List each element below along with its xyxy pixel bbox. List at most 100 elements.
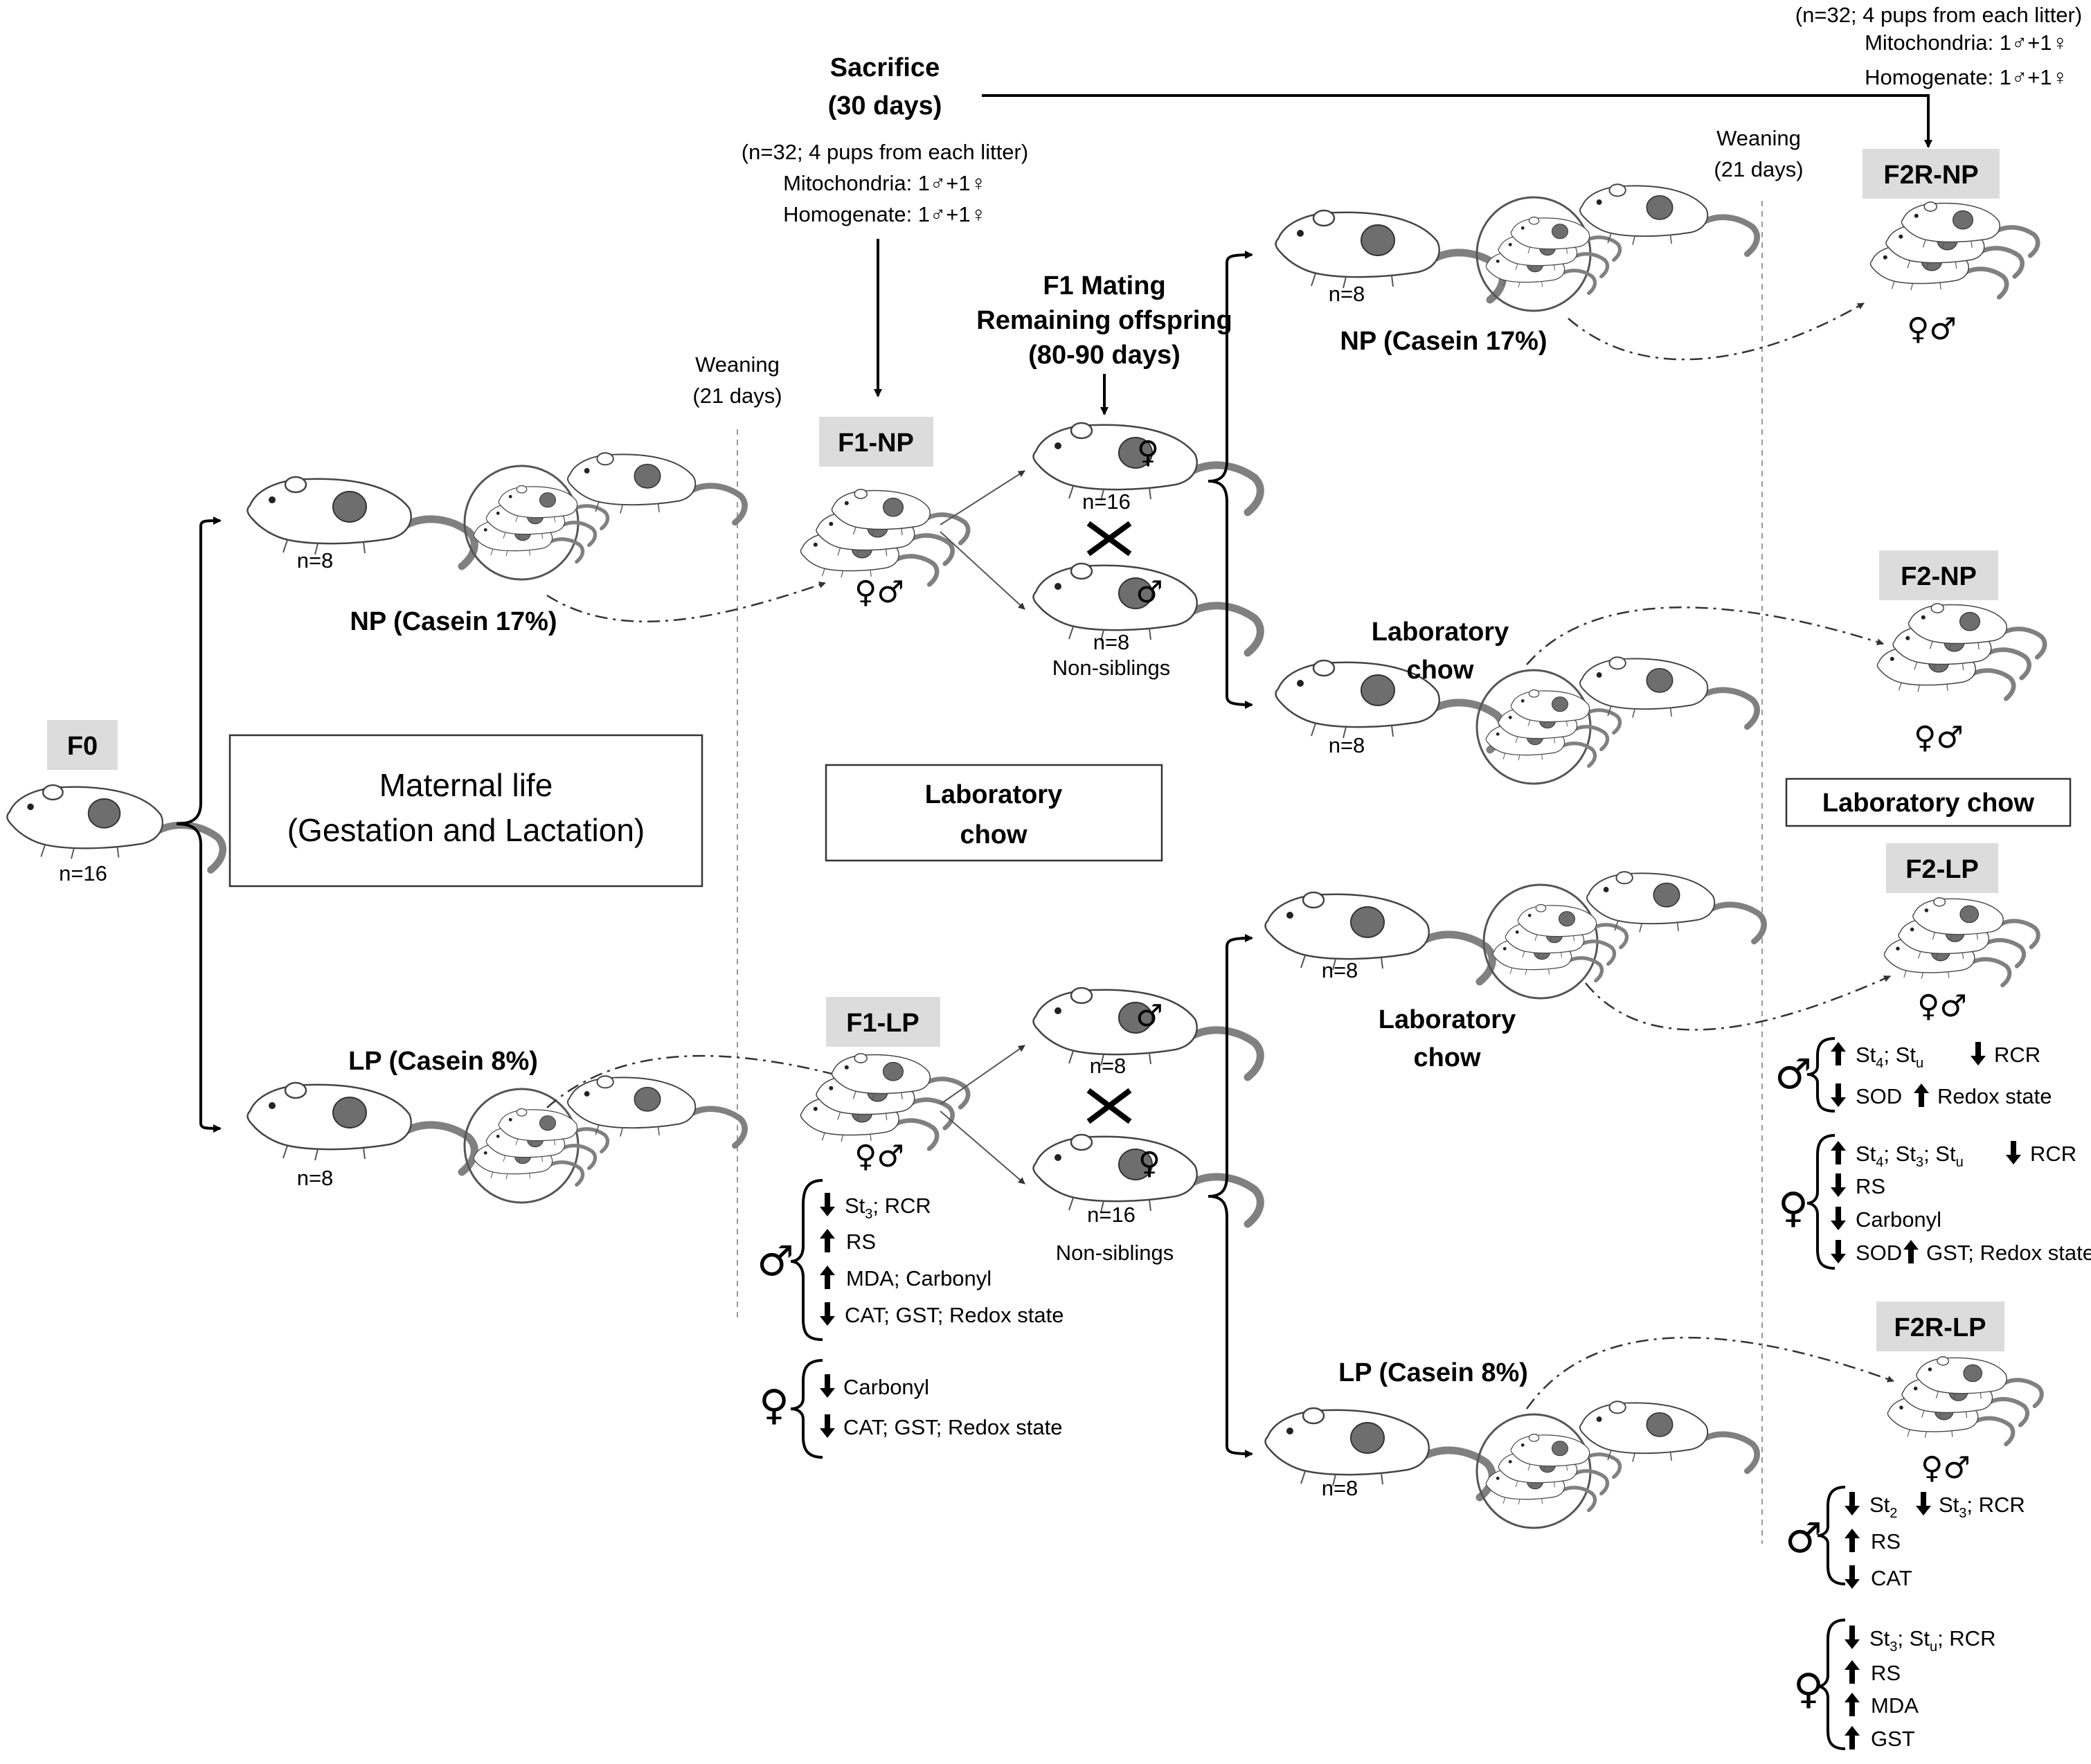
- f2rlp-female-arrow4-up: [1845, 1726, 1860, 1749]
- f2rnp-sex: ♀♂: [1907, 312, 1957, 347]
- f2lp-female-brace: [1806, 1134, 1836, 1270]
- f1lp-pups-icon: [801, 1054, 969, 1149]
- f0-lp-litter-icon: [465, 1076, 745, 1203]
- f1lp-female-arrow1-down: [820, 1374, 835, 1398]
- f1lp-female-e1: Carbonyl: [843, 1375, 929, 1399]
- f0-lp-mother-icon: [248, 1083, 475, 1172]
- f2lp-male-r2a: SOD: [1856, 1084, 1902, 1108]
- f1lp-female-arrow2-down: [820, 1414, 835, 1438]
- f2rlp-female-effects: ♀ St3; Stu; RCR RS MDA GST: [1793, 1619, 1995, 1751]
- f0-np-mother-icon: [248, 477, 475, 566]
- f2rnp-pups-icon: [1871, 202, 2038, 297]
- sacrifice-title: Sacrifice: [830, 53, 940, 82]
- f2lp-male-arrow3-down: [1831, 1083, 1846, 1107]
- f2-np-chow-to-f2np-link: [1526, 606, 1884, 665]
- sacrifice-line1: (n=32; 4 pups from each litter): [742, 140, 1028, 164]
- f1lp-male-brace: [790, 1179, 823, 1341]
- f2lp-female-arrow2-down: [2006, 1141, 2021, 1164]
- f2rlp-female-sex: ♀: [1793, 1665, 1824, 1713]
- np-litter-to-f1np-link: [546, 582, 826, 622]
- f2-lp-chow-litter-icon: [1484, 872, 1764, 998]
- np-mating-male-n: n=8: [1093, 630, 1130, 654]
- lp-litter-to-f1lp-link: [546, 1054, 856, 1108]
- f2rlp-male-effects: ♂ St2 St3; RCR RS CAT: [1785, 1486, 2025, 1590]
- np-brace-down: [1208, 480, 1253, 709]
- f2lp-male-arrow1-up: [1831, 1042, 1846, 1065]
- lp-mating-male-n: n=8: [1090, 1054, 1127, 1078]
- sacrifice-to-f2rnp-arrow: [982, 94, 1932, 148]
- f2np-tag: F2-NP: [1901, 562, 1977, 591]
- lab-chow-right-label: Laboratory chow: [1822, 789, 2035, 818]
- f2rnp-tag-bg: [1863, 149, 2000, 199]
- f1lp-sex: ♀♂: [854, 1139, 904, 1174]
- f1lp-male-sex: ♂: [757, 1237, 794, 1286]
- f2lp-male-r1c: RCR: [1994, 1043, 2040, 1067]
- f1lp-male-e1: St3; RCR: [845, 1194, 931, 1222]
- np-mating-cross: [1086, 521, 1132, 557]
- f1np-sex: ♀♂: [854, 575, 904, 610]
- f2-np-chow-litter-icon: [1477, 657, 1757, 784]
- f2lp-female-r4b: GST; Redox state: [1926, 1241, 2091, 1265]
- f2-lp-chow-diet2: chow: [1413, 1043, 1481, 1072]
- f2-np-chow-diet2: chow: [1406, 656, 1474, 685]
- lp-mating-male-symbol: ♂: [1136, 998, 1163, 1034]
- lp-brace-down: [1208, 1195, 1253, 1458]
- f2-np-np-mother-icon: [1276, 210, 1503, 300]
- sacrifice-line3: Homogenate: 1♂+1♀: [783, 202, 987, 226]
- f1lp-male-arrow1-down: [820, 1193, 835, 1216]
- f0-brace-down: [176, 822, 222, 1133]
- sacrifice-days: (30 days): [828, 91, 942, 120]
- f2-lp-lp-n: n=8: [1322, 1476, 1358, 1500]
- f0-np-diet: NP (Casein 17%): [350, 607, 557, 636]
- f1np-tag: F1-NP: [838, 429, 914, 458]
- f1lp-male-e4: CAT; GST; Redox state: [845, 1303, 1064, 1327]
- f2rlp-female-r2: RS: [1871, 1661, 1901, 1685]
- np-brace-up: [1208, 251, 1253, 483]
- f1np-pups-icon: [801, 489, 969, 584]
- f2rlp-male-r1b: St3; RCR: [1939, 1493, 2025, 1521]
- f2-lp-lp-litter-icon: [1477, 1401, 1757, 1528]
- f2lp-female-r4a: SOD: [1856, 1241, 1902, 1265]
- np-mating-male-symbol: ♂: [1136, 575, 1163, 610]
- f2rlp-female-arrow3-up: [1845, 1693, 1860, 1716]
- f2np-tag-bg: [1879, 550, 1998, 600]
- f2rlp-tag: F2R-LP: [1894, 1313, 1986, 1342]
- f2rlp-sex: ♀♂: [1921, 1450, 1971, 1486]
- weaning-days-right: (21 days): [1714, 157, 1803, 181]
- f2-lp-chow-n: n=8: [1322, 958, 1358, 982]
- f2-np-chow-diet1: Laboratory: [1372, 618, 1509, 647]
- f1lp-tag-bg: [826, 997, 940, 1047]
- f0-np-litter-icon: [465, 453, 745, 579]
- f2lp-male-arrow4-up: [1914, 1083, 1929, 1107]
- maternal-life-line2: (Gestation and Lactation): [287, 812, 645, 848]
- f1lp-male-e3: MDA; Carbonyl: [846, 1266, 991, 1290]
- f2-np-np-n: n=8: [1329, 282, 1365, 306]
- top-note-line2: Mitochondria: 1♂+1♀: [1865, 30, 2068, 55]
- f0-lp-n: n=8: [297, 1166, 334, 1190]
- f2lp-female-r1: St4; St3; Stu: [1856, 1142, 1964, 1170]
- f1lp-male-e2: RS: [846, 1230, 876, 1254]
- f1lp-to-male-link: [940, 1045, 1025, 1105]
- f2-lp-lp-diet: LP (Casein 8%): [1338, 1358, 1528, 1387]
- f2rnp-tag: F2R-NP: [1883, 161, 1978, 190]
- f2rlp-male-r2: RS: [1871, 1529, 1901, 1554]
- f2-lp-lp-mother-icon: [1266, 1408, 1493, 1497]
- f2rlp-female-r3: MDA: [1871, 1693, 1919, 1718]
- f2rlp-male-r1a: St2: [1869, 1493, 1897, 1521]
- f2-lp-chow-diet1: Laboratory: [1379, 1005, 1516, 1034]
- f1-mating-line2: Remaining offspring: [976, 306, 1232, 335]
- f2rlp-female-r1: St3; Stu; RCR: [1869, 1626, 1995, 1655]
- lp-brace-up: [1208, 934, 1253, 1198]
- f2lp-female-r2: RS: [1856, 1174, 1885, 1198]
- f1np-tag-bg: [819, 417, 933, 467]
- f2lp-female-arrow6-up: [1903, 1240, 1919, 1263]
- f2lp-male-sex: ♂: [1775, 1050, 1812, 1099]
- f2-np-np-diet: NP (Casein 17%): [1340, 327, 1547, 356]
- top-sample-note: (n=32; 4 pups from each litter) Mitochon…: [1795, 3, 2082, 89]
- f1lp-male-effects: ♂ St3; RCR RS MDA; Carbonyl CAT; GST; Re…: [757, 1179, 1064, 1341]
- sacrifice-block: Sacrifice (30 days) (n=32; 4 pups from e…: [742, 53, 1028, 226]
- f2-np-np-to-f2rnp-link: [1568, 302, 1865, 361]
- f2lp-tag: F2-LP: [1905, 855, 1979, 884]
- weaning-days-left: (21 days): [692, 384, 782, 408]
- lp-mating-female-symbol: ♀: [1138, 1146, 1160, 1181]
